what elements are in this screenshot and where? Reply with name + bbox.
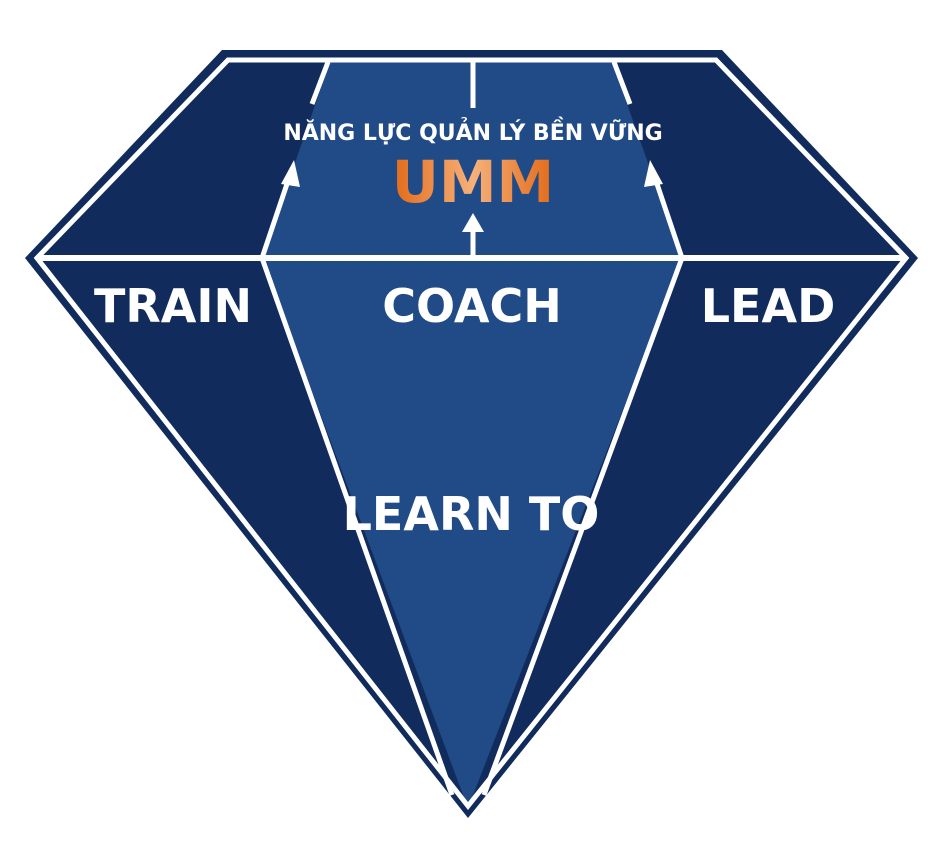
diamond-inner-outline [33,57,910,811]
crown-line-right-top [611,61,633,105]
label-lead: LEAD [701,279,836,333]
arrow-up-center-icon [462,213,484,258]
label-train: TRAIN [94,279,252,333]
arrow-up-right-icon [644,160,685,259]
label-learn-to: LEARN TO [343,487,600,541]
pavilion-line-left [259,257,455,796]
facet-bottom-center [262,258,682,808]
facet-top-center [262,62,682,258]
label-coach: COACH [382,279,562,333]
pavilion-line-right [481,257,685,796]
subtitle-text: NĂNG LỰC QUẢN LÝ BỀN VỮNG [283,117,662,146]
title-umm: UMM [392,148,555,216]
arrow-up-left-icon [259,160,300,259]
crown-line-left-top [309,61,331,105]
